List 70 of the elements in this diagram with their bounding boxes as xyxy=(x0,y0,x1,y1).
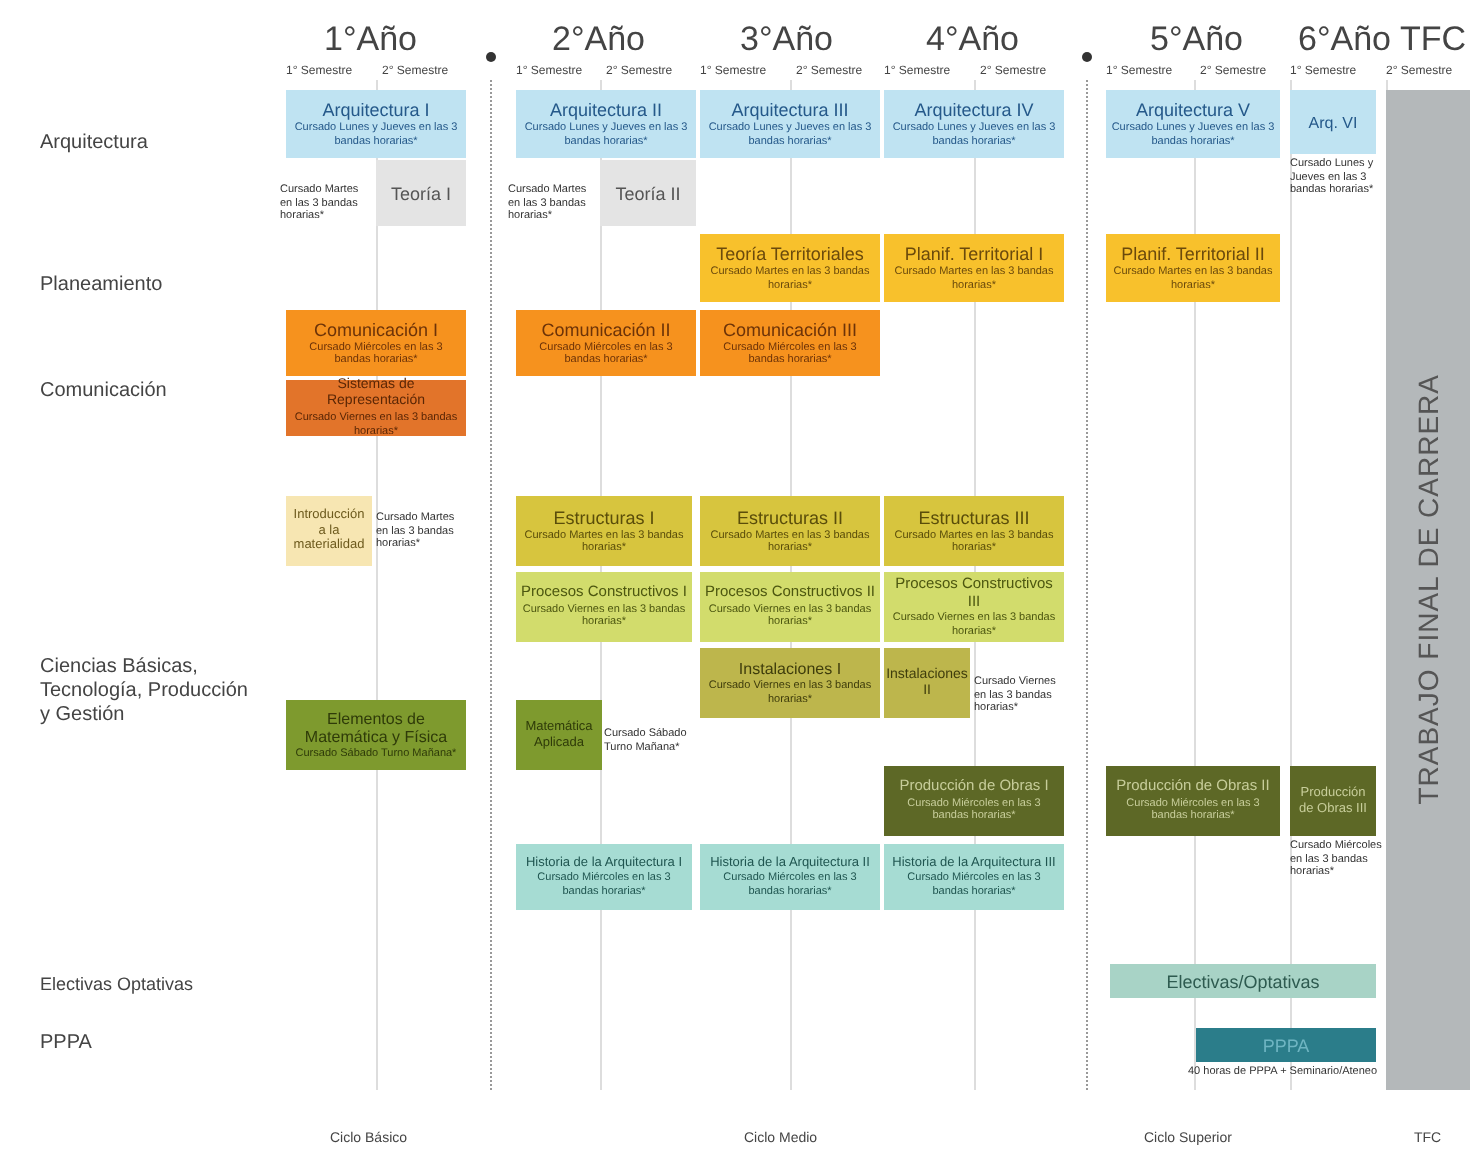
course-title: PPPA xyxy=(1262,1035,1310,1055)
course-box xyxy=(1106,766,1280,836)
course-title: Comunicación III xyxy=(722,319,858,339)
course-title: Estructuras III xyxy=(918,507,1030,527)
year-heading: 6°Año xyxy=(1298,20,1392,60)
course-box xyxy=(516,90,696,158)
course-box xyxy=(600,160,696,226)
course-title: Arquitectura V xyxy=(1135,100,1251,120)
course-box xyxy=(286,90,466,158)
course-title: Arquitectura IV xyxy=(914,100,1034,120)
course-title: Estructuras I xyxy=(553,507,655,527)
course-box xyxy=(700,844,880,910)
course-box xyxy=(516,310,696,376)
course-box xyxy=(700,310,880,376)
course-box xyxy=(700,496,880,566)
course-box xyxy=(884,648,970,718)
course-box xyxy=(700,90,880,158)
course-box xyxy=(286,496,372,566)
course-title: Teoría I xyxy=(390,183,451,203)
course-box xyxy=(1290,90,1376,154)
course-box xyxy=(1196,1028,1376,1062)
row-label: Arquitectura xyxy=(40,132,148,154)
course-box xyxy=(516,496,692,566)
year-heading: 1°Año xyxy=(324,20,418,60)
course-box xyxy=(286,310,466,376)
course-box xyxy=(1106,90,1280,158)
course-box xyxy=(700,572,880,642)
course-title: Arquitectura II xyxy=(549,100,663,120)
course-box xyxy=(1106,234,1280,302)
course-box xyxy=(884,90,1064,158)
course-box xyxy=(286,380,466,436)
course-title: Elementos de Matemática y Física xyxy=(302,709,450,746)
course-box xyxy=(376,160,466,226)
course-title: TRABAJO FINAL DE CARRERA xyxy=(1418,374,1438,806)
course-title: Teoría Territoriales xyxy=(716,244,864,264)
course-title: Planif. Territorial I xyxy=(904,244,1044,264)
course-title: Arq. VI xyxy=(1308,113,1358,131)
course-box xyxy=(884,766,1064,836)
course-box xyxy=(516,844,692,910)
course-box xyxy=(1110,964,1376,998)
year-heading: TFC xyxy=(1400,20,1467,60)
course-title: Electivas/Optativas xyxy=(1166,971,1320,991)
course-title: Instalaciones I xyxy=(738,660,842,678)
row-label: Planeamiento xyxy=(40,274,163,296)
course-title: Estructuras II xyxy=(736,507,843,527)
course-title: Teoría II xyxy=(615,183,681,203)
year-heading: 5°Año xyxy=(1150,20,1244,60)
final-project-bar xyxy=(1386,90,1470,1090)
course-box xyxy=(1290,766,1376,836)
year-heading: 3°Año xyxy=(740,20,834,60)
course-box xyxy=(884,496,1064,566)
course-box xyxy=(884,844,1064,910)
course-box xyxy=(286,700,466,770)
row-label: Ciencias Básicas, Tecnología, Producción y Gestión xyxy=(40,656,250,728)
course-title: Comunicación I xyxy=(313,319,439,339)
course-box xyxy=(884,572,1064,642)
course-title: Arquitectura I xyxy=(322,100,430,120)
course-title: Arquitectura III xyxy=(731,100,849,120)
course-title: Planif. Territorial II xyxy=(1121,244,1265,264)
course-box xyxy=(700,234,880,302)
row-label: Electivas Optativas xyxy=(40,974,194,994)
course-title: Comunicación II xyxy=(541,319,671,339)
row-label: PPPA xyxy=(40,1032,92,1054)
course-box xyxy=(516,700,602,770)
year-heading: 4°Año xyxy=(926,20,1020,60)
course-box xyxy=(516,572,692,642)
year-heading: 2°Año xyxy=(552,20,646,60)
course-box xyxy=(700,648,880,718)
course-box xyxy=(884,234,1064,302)
row-label: Comunicación xyxy=(40,380,167,402)
